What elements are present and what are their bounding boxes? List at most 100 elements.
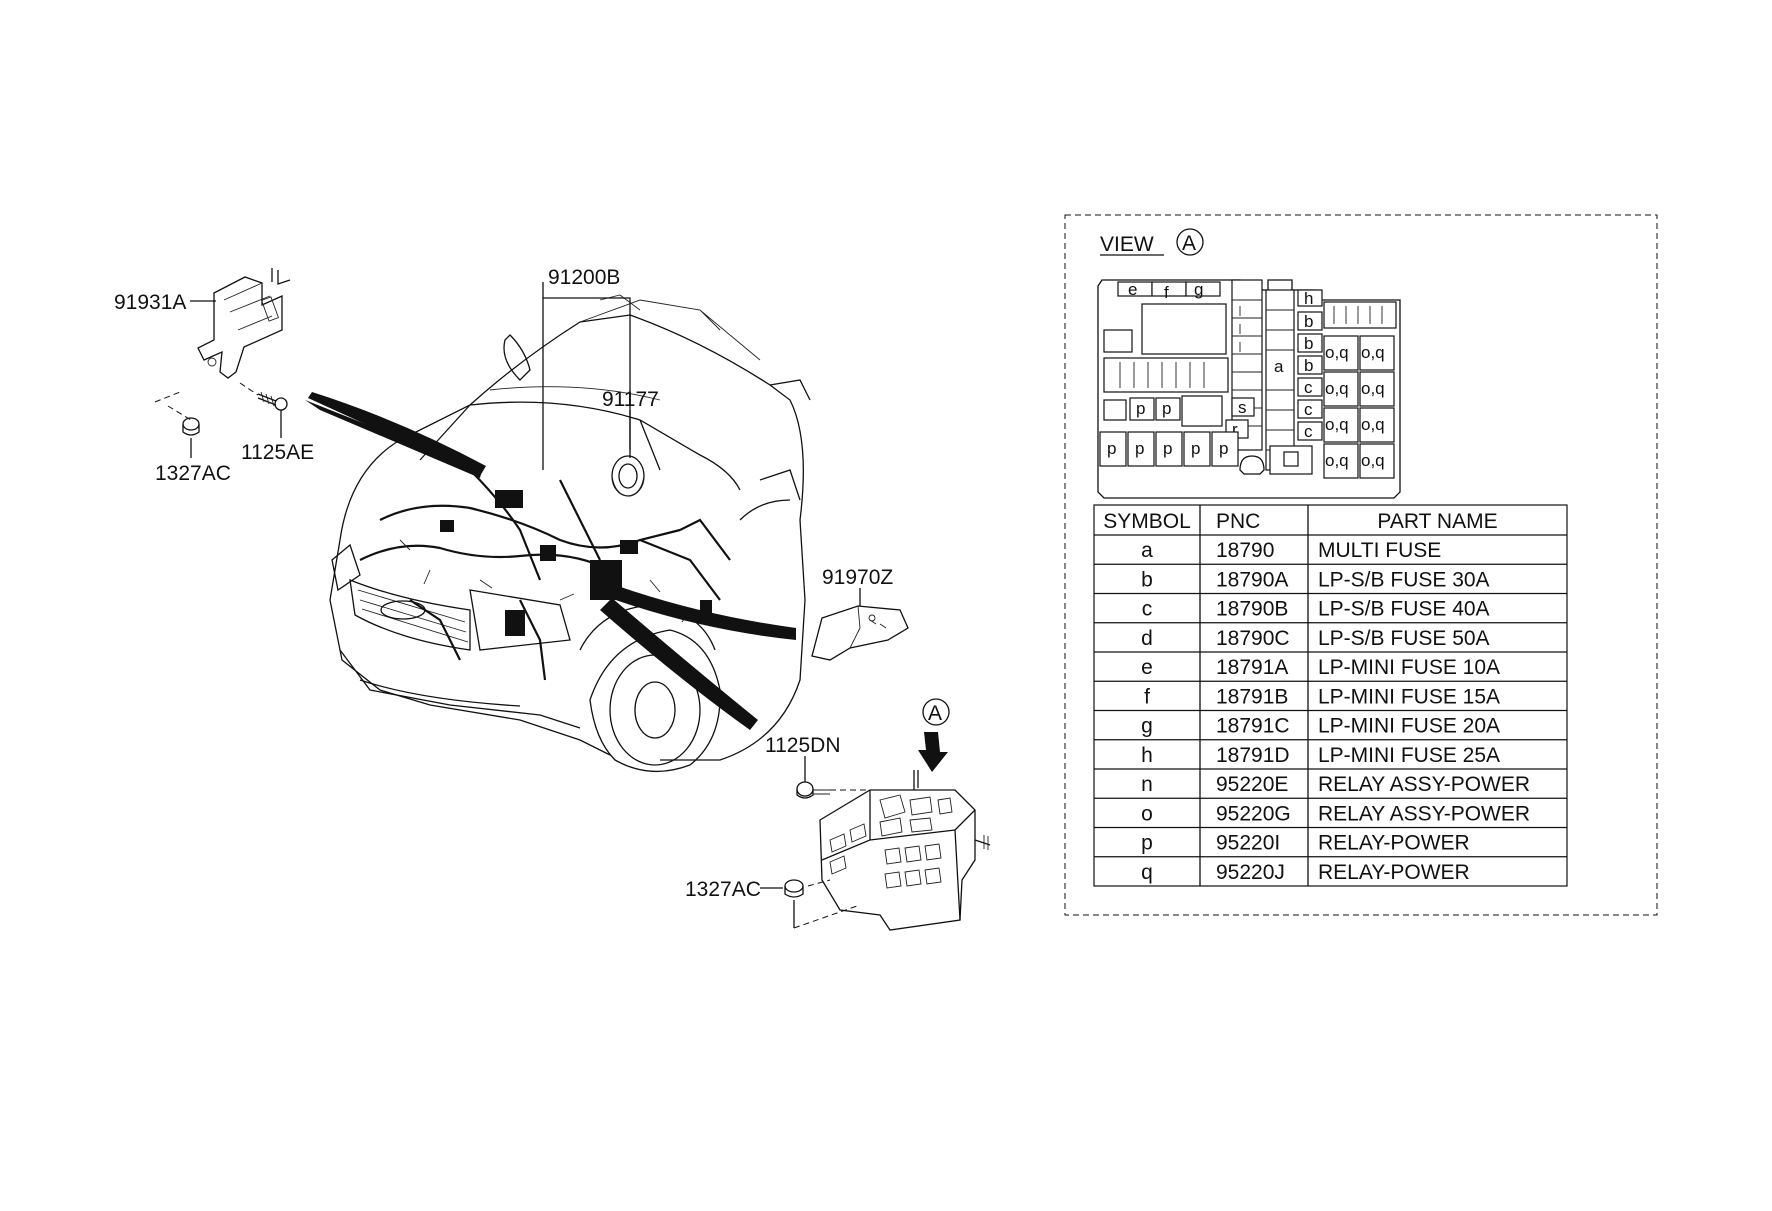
relay-label-p-6: p bbox=[1191, 439, 1200, 458]
fuse-slot-s bbox=[1231, 397, 1255, 417]
relay-label-p-5: p bbox=[1163, 439, 1172, 458]
table-cell-symbol: f bbox=[1144, 685, 1150, 708]
relay-p-7 bbox=[1211, 431, 1239, 467]
table-cell-part-name: LP-MINI FUSE 15A bbox=[1318, 685, 1500, 708]
table-cell-symbol: h bbox=[1141, 744, 1153, 767]
table-cell-pnc: 18791D bbox=[1216, 744, 1290, 767]
relay-p-4 bbox=[1127, 431, 1155, 467]
relay-p-1 bbox=[1129, 397, 1155, 421]
bolt-1125ae-callout: 1125AE bbox=[241, 441, 314, 464]
nut-box-dash bbox=[793, 879, 861, 929]
relay-label-p-3: p bbox=[1107, 439, 1116, 458]
fuse-bar-row bbox=[1323, 301, 1397, 329]
fuse-block-small bbox=[1103, 329, 1133, 353]
parts-table-frame bbox=[1093, 504, 1568, 887]
bolt-1125dn-part bbox=[796, 781, 830, 799]
relay-p-3 bbox=[1099, 431, 1127, 467]
relay-label-oq-5: o,q bbox=[1325, 415, 1349, 434]
harness-leader bbox=[542, 282, 631, 470]
table-cell-part-name: LP-S/B FUSE 30A bbox=[1318, 568, 1490, 591]
table-cell-symbol: b bbox=[1141, 568, 1153, 591]
relay-label-oq-8: o,q bbox=[1361, 451, 1385, 470]
fuse-strip-a bbox=[1265, 289, 1295, 471]
table-cell-part-name: RELAY-POWER bbox=[1318, 861, 1470, 884]
table-cell-symbol: n bbox=[1141, 773, 1153, 796]
bolt-1125ae-part bbox=[257, 391, 288, 438]
table-cell-part-name: LP-MINI FUSE 20A bbox=[1318, 715, 1500, 738]
bolt-1125dn-callout: 1125DN bbox=[765, 734, 841, 757]
fuse-label-c2: c bbox=[1304, 400, 1313, 419]
table-cell-symbol: p bbox=[1141, 832, 1153, 855]
table-cell-pnc: 18790B bbox=[1216, 598, 1288, 621]
leader-arrow-bracket-wide bbox=[308, 392, 486, 476]
leader-arrow-cover bbox=[610, 585, 796, 640]
nut-top-dash bbox=[154, 391, 192, 421]
fuse-slot-h bbox=[1297, 289, 1323, 307]
fuse-label-g: g bbox=[1194, 280, 1203, 299]
relay-block-small bbox=[1103, 399, 1127, 421]
relay-oq-2 bbox=[1359, 335, 1395, 371]
nut-1327ac-top-callout: 1327AC bbox=[155, 462, 231, 485]
harness-callout: 91200B bbox=[548, 266, 620, 289]
table-cell-symbol: a bbox=[1141, 539, 1153, 562]
fuse-slot-c1 bbox=[1297, 377, 1323, 397]
table-cell-part-name: RELAY ASSY-POWER bbox=[1318, 802, 1530, 825]
fuse-box-layout: e f g a h b b b c c c s r bbox=[1097, 279, 1401, 499]
table-cell-part-name: LP-MINI FUSE 10A bbox=[1318, 656, 1500, 679]
grommet-callout: 91177 bbox=[602, 388, 659, 411]
table-cell-pnc: 95220I bbox=[1216, 832, 1280, 855]
cover-callout: 91970Z bbox=[822, 566, 893, 589]
table-cell-symbol: d bbox=[1141, 627, 1153, 650]
table-cell-part-name: MULTI FUSE bbox=[1318, 539, 1441, 562]
leader-arrow-bracket bbox=[305, 400, 482, 478]
table-cell-pnc: 18791C bbox=[1216, 715, 1290, 738]
fuse-label-h: h bbox=[1304, 289, 1313, 308]
table-cell-symbol: q bbox=[1141, 861, 1153, 884]
view-title-marker: A bbox=[1182, 232, 1196, 255]
table-cell-pnc: 18790C bbox=[1216, 627, 1290, 650]
table-cell-pnc: 95220E bbox=[1216, 773, 1288, 796]
nut-1327ac-box-callout: 1327AC bbox=[685, 878, 761, 901]
fuse-label-f: f bbox=[1164, 283, 1169, 302]
fuse-slot-g-box bbox=[1185, 281, 1221, 297]
relay-p-2 bbox=[1155, 397, 1181, 421]
relay-oq-4 bbox=[1359, 371, 1395, 407]
relay-oq-8 bbox=[1359, 443, 1395, 479]
table-header-pnc: PNC bbox=[1216, 510, 1260, 533]
relay-oq-3 bbox=[1323, 371, 1359, 407]
fuse-slot-b2 bbox=[1297, 333, 1323, 353]
view-marker-label: A bbox=[928, 702, 942, 725]
table-cell-symbol: g bbox=[1141, 715, 1153, 738]
nut-1327ac-top-part bbox=[182, 417, 200, 458]
relay-p-5 bbox=[1155, 431, 1183, 467]
fuse-slot-b1 bbox=[1297, 311, 1323, 331]
table-cell-part-name: RELAY ASSY-POWER bbox=[1318, 773, 1530, 796]
table-cell-pnc: 18791A bbox=[1216, 656, 1288, 679]
vehicle-illustration bbox=[329, 294, 811, 773]
bracket-callout: 91931A bbox=[114, 291, 186, 314]
table-cell-pnc: 18791B bbox=[1216, 685, 1288, 708]
table-cell-symbol: c bbox=[1142, 598, 1153, 621]
relay-label-p-1: p bbox=[1136, 399, 1145, 418]
view-title-marker-circle bbox=[1176, 228, 1204, 256]
relay-label-oq-3: o,q bbox=[1325, 379, 1349, 398]
relay-label-oq-7: o,q bbox=[1325, 451, 1349, 470]
view-marker-circle bbox=[922, 698, 950, 726]
fuse-label-s: s bbox=[1238, 398, 1247, 417]
bracket-part bbox=[197, 268, 291, 379]
table-cell-part-name: LP-MINI FUSE 25A bbox=[1318, 744, 1500, 767]
view-direction-arrow bbox=[918, 732, 948, 772]
table-header-part-name: PART NAME bbox=[1377, 510, 1497, 533]
table-cell-symbol: o bbox=[1141, 802, 1153, 825]
table-cell-symbol: e bbox=[1141, 656, 1153, 679]
fuse-slot-b3 bbox=[1297, 355, 1323, 375]
table-header-symbol: SYMBOL bbox=[1103, 510, 1191, 533]
cover-part bbox=[811, 605, 909, 661]
relay-label-p-4: p bbox=[1135, 439, 1144, 458]
bolt-1125ae-dash bbox=[239, 382, 259, 396]
view-panel-frame bbox=[1064, 214, 1658, 916]
fuse-label-c3: c bbox=[1304, 422, 1313, 441]
junction-box-part bbox=[819, 770, 991, 931]
fuse-label-b3: b bbox=[1304, 356, 1313, 375]
